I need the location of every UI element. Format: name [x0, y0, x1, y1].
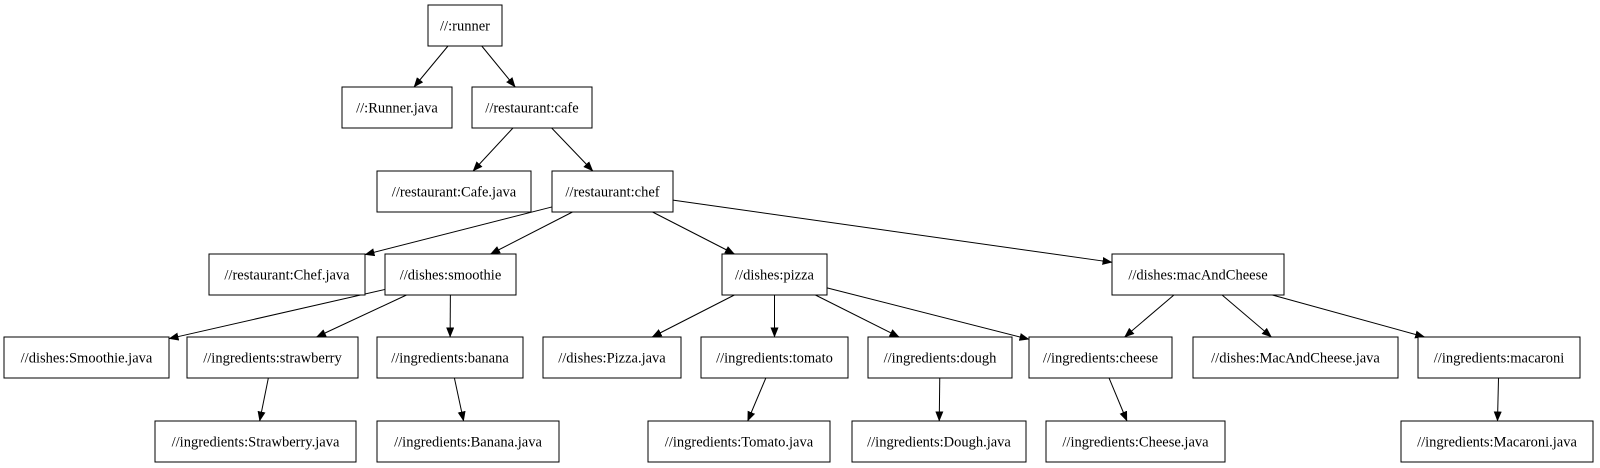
node-label-tomato_java: //ingredients:Tomato.java [665, 435, 814, 451]
edge-runner-to-runner_java [413, 45, 449, 88]
node-box-macaroni [1417, 336, 1581, 379]
graph-node-runner_java: //:Runner.java [341, 86, 453, 129]
graph-node-cafe_java: //restaurant:Cafe.java [376, 170, 532, 213]
node-box-cheese_java [1045, 420, 1226, 463]
node-label-mac_and_cheese_java: //dishes:MacAndCheese.java [1211, 351, 1380, 367]
node-box-pizza [721, 253, 828, 296]
edge-smoothie-to-strawberry [316, 294, 407, 338]
edge-smoothie-to-smoothie_java [168, 288, 386, 341]
graph-node-banana: //ingredients:banana [376, 336, 524, 379]
edge-cafe-to-chef [551, 127, 594, 172]
node-label-pizza_java: //dishes:Pizza.java [558, 351, 666, 367]
graph-node-chef_java: //restaurant:Chef.java [208, 253, 366, 296]
edge-tomato-to-tomato_java [747, 377, 767, 422]
node-label-chef_java: //restaurant:Chef.java [224, 268, 350, 284]
edge-pizza-to-cheese [826, 287, 1030, 341]
node-label-macaroni_java: //ingredients:Macaroni.java [1417, 435, 1577, 451]
node-label-smoothie_java: //dishes:Smoothie.java [21, 351, 153, 367]
edge-mac_and_cheese-to-macaroni [1272, 294, 1426, 339]
graph-node-cafe: //restaurant:cafe [471, 86, 593, 129]
edges-layer [168, 45, 1502, 422]
node-label-smoothie: //dishes:smoothie [400, 268, 502, 284]
node-label-macaroni: //ingredients:macaroni [1434, 351, 1564, 367]
node-box-smoothie_java [3, 336, 170, 379]
graph-node-runner: //:runner [427, 4, 503, 47]
graph-node-cheese_java: //ingredients:Cheese.java [1045, 420, 1226, 463]
graph-node-banana_java: //ingredients:Banana.java [376, 420, 560, 463]
node-label-cheese: //ingredients:cheese [1043, 351, 1158, 367]
node-label-runner: //:runner [440, 19, 490, 35]
graph-node-smoothie: //dishes:smoothie [384, 253, 517, 296]
node-box-smoothie [384, 253, 517, 296]
edge-chef-to-chef_java [364, 206, 553, 257]
graph-node-pizza: //dishes:pizza [721, 253, 828, 296]
edge-cheese-to-cheese_java [1108, 377, 1128, 422]
node-box-banana [376, 336, 524, 379]
node-box-runner [427, 4, 503, 47]
graph-node-dough: //ingredients:dough [867, 336, 1013, 379]
node-label-strawberry: //ingredients:strawberry [203, 351, 342, 367]
node-label-cheese_java: //ingredients:Cheese.java [1062, 435, 1209, 451]
graph-node-macaroni_java: //ingredients:Macaroni.java [1400, 420, 1594, 463]
edge-cafe-to-cafe_java [472, 127, 514, 172]
node-box-strawberry [186, 336, 359, 379]
node-box-banana_java [376, 420, 560, 463]
edge-chef-to-pizza [652, 211, 735, 255]
edge-chef-to-smoothie [490, 211, 573, 255]
graph-node-tomato_java: //ingredients:Tomato.java [647, 420, 831, 463]
graph-node-pizza_java: //dishes:Pizza.java [542, 336, 682, 379]
edge-mac_and_cheese-to-mac_and_cheese_java [1221, 294, 1272, 338]
graph-node-mac_and_cheese: //dishes:macAndCheese [1111, 253, 1285, 296]
node-box-pizza_java [542, 336, 682, 379]
node-label-dough: //ingredients:dough [884, 351, 998, 367]
nodes-layer: //:runner //:Runner.java //restaurant:cafe… [3, 4, 1594, 463]
node-label-banana_java: //ingredients:Banana.java [394, 435, 542, 451]
graph-node-tomato: //ingredients:tomato [700, 336, 849, 379]
node-box-tomato [700, 336, 849, 379]
node-label-cafe_java: //restaurant:Cafe.java [392, 185, 517, 201]
node-box-dough_java [851, 420, 1027, 463]
edge-dough-to-dough_java [935, 377, 944, 422]
edge-mac_and_cheese-to-cheese [1124, 294, 1175, 338]
node-box-mac_and_cheese_java [1192, 336, 1399, 379]
node-label-banana: //ingredients:banana [391, 351, 509, 367]
edge-chef-to-mac_and_cheese [672, 199, 1113, 265]
node-box-dough [867, 336, 1013, 379]
node-box-cafe [471, 86, 593, 129]
node-box-chef_java [208, 253, 366, 296]
node-label-strawberry_java: //ingredients:Strawberry.java [172, 435, 340, 451]
node-label-pizza: //dishes:pizza [735, 268, 814, 284]
node-label-chef: //restaurant:chef [565, 185, 659, 201]
node-label-mac_and_cheese: //dishes:macAndCheese [1128, 268, 1267, 284]
graph-node-strawberry: //ingredients:strawberry [186, 336, 359, 379]
edge-banana-to-banana_java [453, 377, 466, 422]
node-box-cheese [1028, 336, 1173, 379]
graph-node-mac_and_cheese_java: //dishes:MacAndCheese.java [1192, 336, 1399, 379]
graph-node-cheese: //ingredients:cheese [1028, 336, 1173, 379]
graph-node-strawberry_java: //ingredients:Strawberry.java [154, 420, 357, 463]
node-box-mac_and_cheese [1111, 253, 1285, 296]
node-label-cafe: //restaurant:cafe [485, 101, 578, 117]
graph-node-macaroni: //ingredients:macaroni [1417, 336, 1581, 379]
node-box-runner_java [341, 86, 453, 129]
edge-strawberry-to-strawberry_java [257, 377, 269, 422]
node-box-tomato_java [647, 420, 831, 463]
graph-node-dough_java: //ingredients:Dough.java [851, 420, 1027, 463]
graph-node-chef: //restaurant:chef [551, 170, 674, 213]
node-box-cafe_java [376, 170, 532, 213]
edge-pizza-to-dough [815, 294, 900, 338]
node-label-dough_java: //ingredients:Dough.java [867, 435, 1011, 451]
edge-runner-to-cafe [481, 45, 516, 88]
edge-macaroni-to-macaroni_java [1493, 377, 1502, 422]
node-box-chef [551, 170, 674, 213]
node-label-runner_java: //:Runner.java [356, 101, 438, 117]
node-label-tomato: //ingredients:tomato [716, 351, 833, 367]
node-box-macaroni_java [1400, 420, 1594, 463]
node-box-strawberry_java [154, 420, 357, 463]
edge-pizza-to-pizza_java [651, 294, 735, 338]
graph-node-smoothie_java: //dishes:Smoothie.java [3, 336, 170, 379]
